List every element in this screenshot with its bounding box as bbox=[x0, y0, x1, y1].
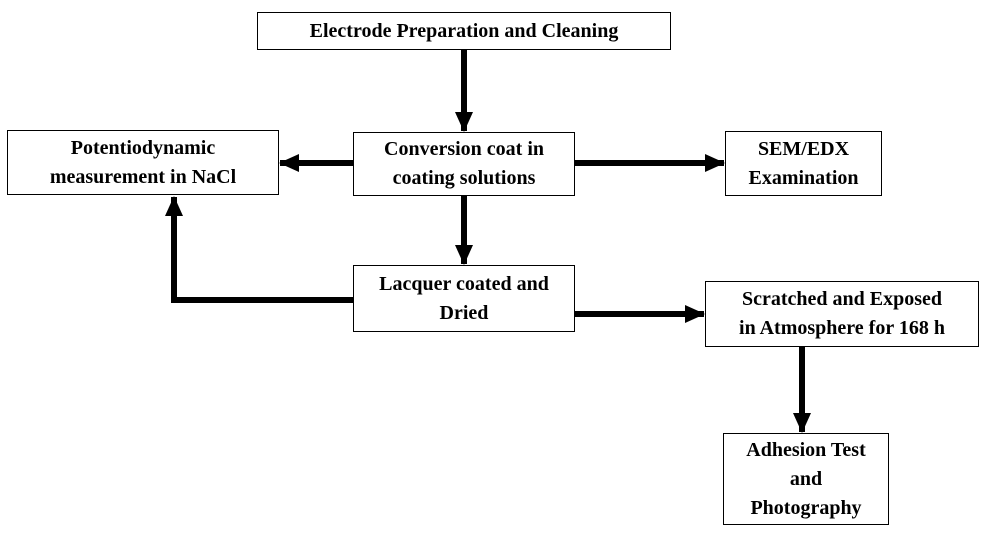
node-potentiodynamic-measurement: Potentiodynamic measurement in NaCl bbox=[7, 130, 279, 195]
node-label-line: Examination bbox=[748, 166, 859, 189]
node-label-line: Adhesion Test bbox=[746, 438, 866, 461]
node-label-line: Dried bbox=[439, 301, 489, 324]
node-scratched-exposed: Scratched and Exposed in Atmosphere for … bbox=[705, 281, 979, 347]
node-adhesion-test: Adhesion Test and Photography bbox=[723, 433, 889, 525]
node-label-line: in Atmosphere for 168 h bbox=[739, 317, 945, 339]
node-label-line: Conversion coat in bbox=[384, 138, 544, 160]
node-label-line: coating solutions bbox=[392, 167, 536, 189]
node-conversion-coat: Conversion coat in coating solutions bbox=[353, 132, 575, 196]
node-label-line: SEM/EDX bbox=[757, 137, 850, 160]
node-label-line: Photography bbox=[750, 496, 862, 519]
node-sem-edx-examination: SEM/EDX Examination bbox=[725, 131, 882, 196]
node-electrode-preparation: Electrode Preparation and Cleaning bbox=[257, 12, 671, 50]
arrow-lacquer-to-potentiodynamic bbox=[165, 196, 353, 303]
node-label-line: and bbox=[789, 467, 823, 490]
node-label-line: measurement in NaCl bbox=[49, 165, 237, 188]
node-lacquer-coated: Lacquer coated and Dried bbox=[353, 265, 575, 332]
node-label-line: Potentiodynamic bbox=[70, 136, 216, 159]
node-label-line: Electrode Preparation and Cleaning bbox=[309, 19, 619, 42]
node-label-line: Scratched and Exposed bbox=[741, 288, 943, 310]
node-label-line: Lacquer coated and bbox=[379, 272, 549, 295]
